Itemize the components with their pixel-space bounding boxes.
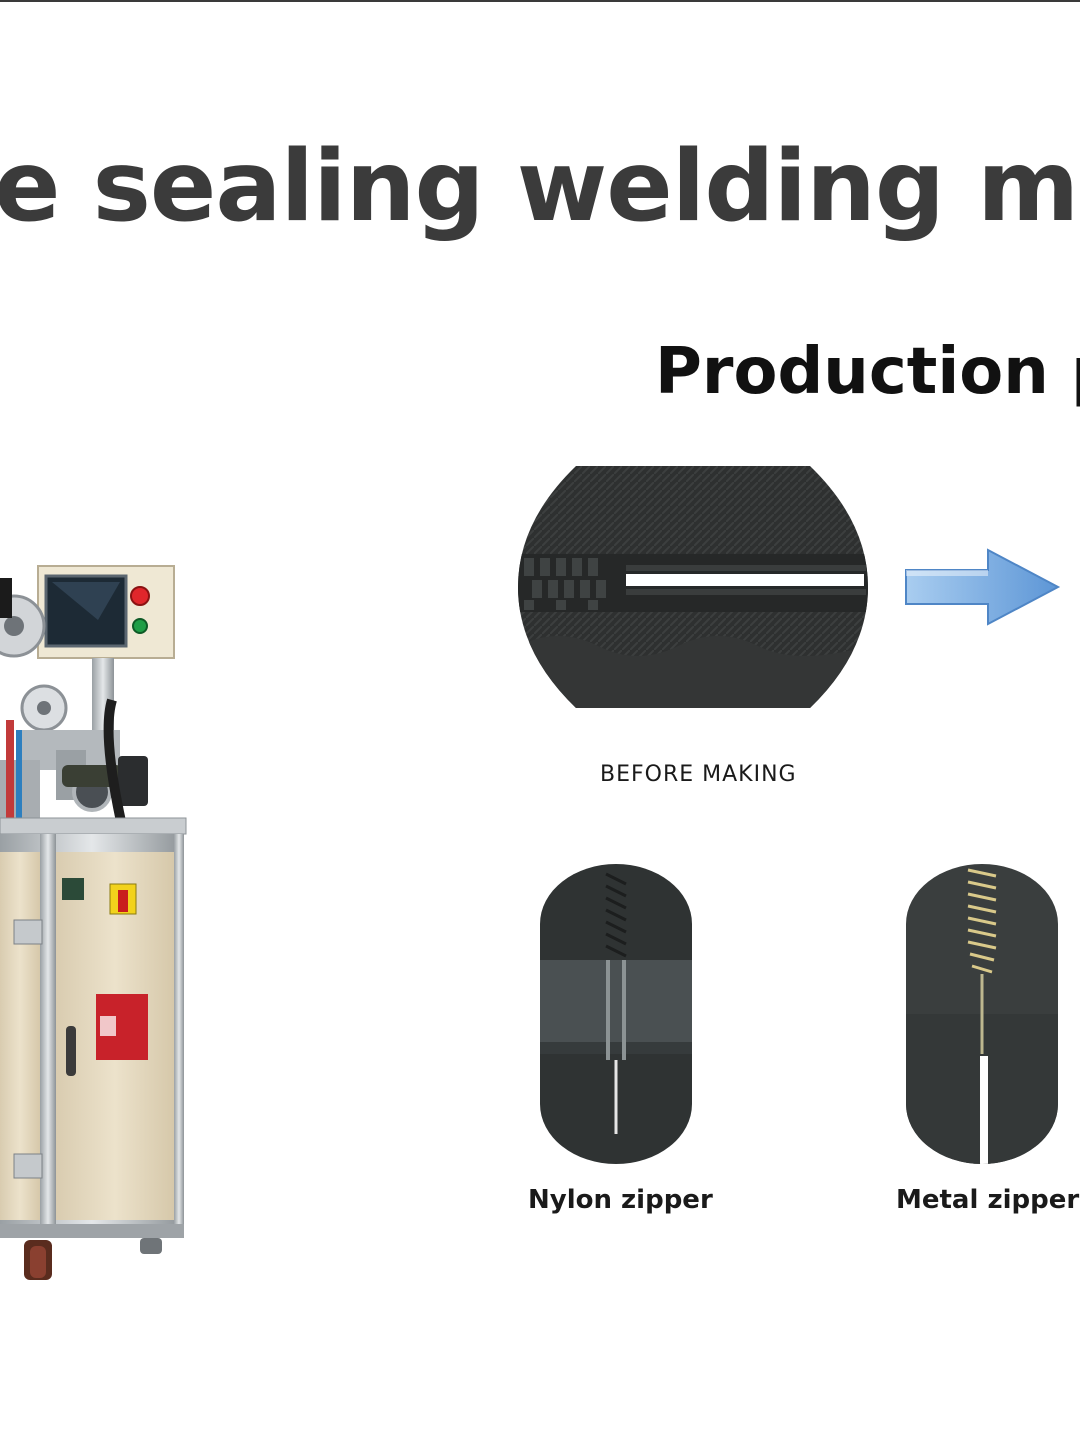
zipper-before-image bbox=[518, 466, 868, 708]
nylon-zipper-caption: Nylon zipper bbox=[528, 1185, 713, 1215]
before-making-caption: BEFORE MAKING bbox=[600, 762, 797, 787]
production-process-heading: Production p bbox=[655, 335, 1080, 409]
metal-zipper-image bbox=[906, 864, 1058, 1164]
metal-zipper-caption: Metal zipper bbox=[896, 1185, 1080, 1215]
top-rule bbox=[0, 0, 1080, 2]
nylon-zipper-image bbox=[540, 864, 692, 1164]
arrow-right-icon bbox=[905, 548, 1061, 626]
welding-machine-image bbox=[0, 565, 187, 1280]
headline: e sealing welding mach bbox=[0, 130, 1080, 244]
